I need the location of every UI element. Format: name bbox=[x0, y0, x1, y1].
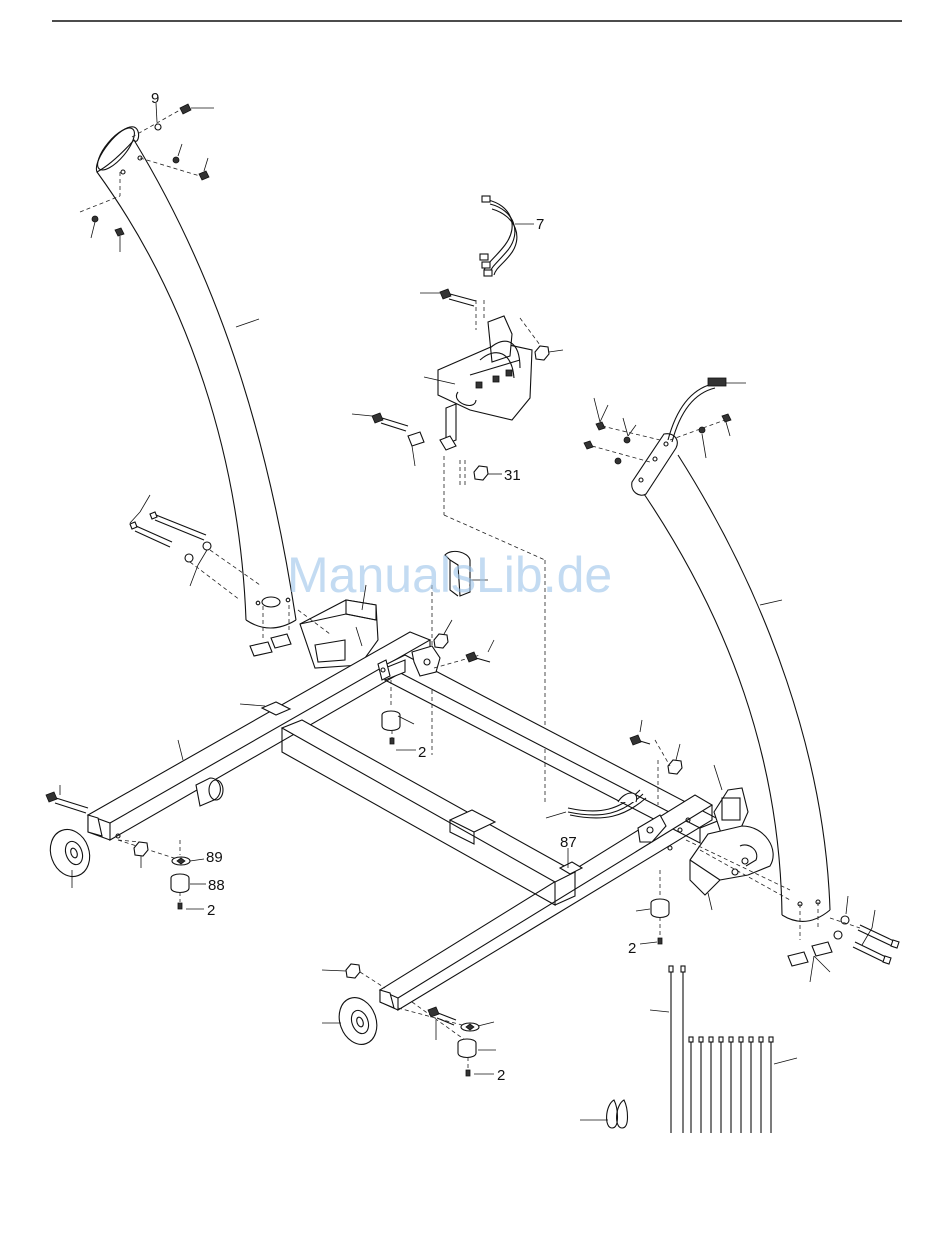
callout-2-right-foot: 2 bbox=[628, 940, 636, 957]
wire-harness bbox=[480, 196, 534, 276]
base-fasteners bbox=[46, 620, 682, 1040]
watermark: ManualsLib.de bbox=[287, 547, 612, 603]
callout-7: 7 bbox=[536, 216, 544, 233]
callout-9: 9 bbox=[151, 90, 159, 107]
left-bottom-pins bbox=[250, 605, 291, 656]
callout-89: 89 bbox=[206, 849, 223, 866]
callout-87: 87 bbox=[560, 834, 577, 851]
callout-31: 31 bbox=[504, 467, 521, 484]
callout-2-front-foot: 2 bbox=[497, 1067, 505, 1084]
right-bottom-bracket bbox=[686, 765, 899, 982]
callout-2-center: 2 bbox=[418, 744, 426, 761]
callout-2-left-foot: 2 bbox=[207, 902, 215, 919]
spring-clips bbox=[580, 1100, 628, 1128]
base-frame bbox=[88, 632, 720, 1010]
left-upright-tube bbox=[92, 123, 296, 628]
callout-88: 88 bbox=[208, 877, 225, 894]
console-mount-bracket bbox=[424, 316, 532, 450]
frame-wire bbox=[546, 790, 646, 818]
cable-ties bbox=[650, 966, 797, 1133]
left-top-fasteners bbox=[80, 103, 214, 252]
right-wire bbox=[668, 378, 746, 442]
